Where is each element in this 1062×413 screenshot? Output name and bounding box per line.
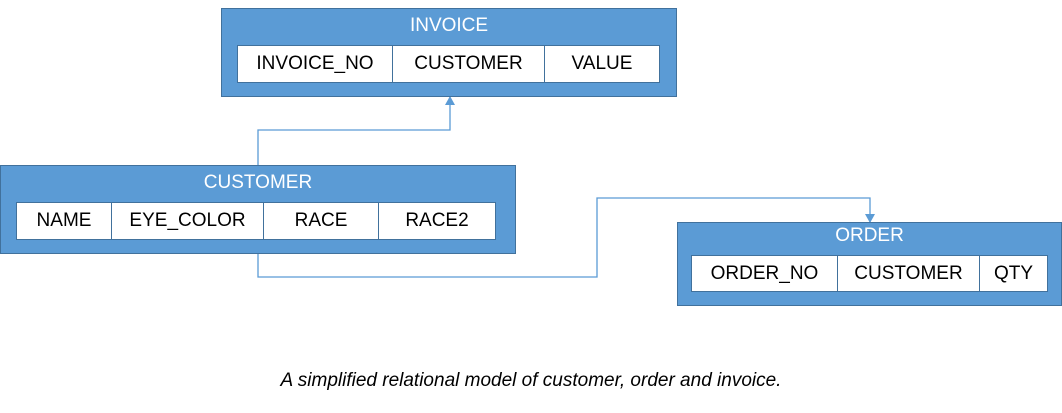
entity-order[interactable]: ORDER ORDER_NO CUSTOMER QTY — [677, 222, 1062, 306]
field-customer-race2[interactable]: RACE2 — [405, 210, 469, 231]
connector-customer-order — [257, 197, 871, 278]
field-customer-name[interactable]: NAME — [17, 203, 112, 239]
entity-customer-title: CUSTOMER — [203, 172, 313, 193]
figure-caption: A simplified relational model of custome… — [280, 370, 782, 391]
field-customer-race[interactable]: RACE — [264, 203, 379, 239]
entity-customer-fields: NAME EYE_COLOR RACE RACE2 — [16, 202, 496, 240]
field-invoice-value[interactable]: VALUE — [571, 53, 633, 74]
field-order-no[interactable]: ORDER_NO — [692, 256, 838, 291]
field-order-qty[interactable]: QTY — [993, 262, 1034, 284]
field-customer-eye-color[interactable]: EYE_COLOR — [112, 203, 264, 239]
entity-invoice-fields: INVOICE_NO CUSTOMER VALUE — [237, 45, 660, 83]
connector-customer-invoice-arrowhead — [445, 96, 455, 105]
connector-customer-order-arrowhead — [865, 214, 875, 223]
field-invoice-no[interactable]: INVOICE_NO — [238, 46, 393, 82]
connector-customer-invoice — [257, 97, 451, 166]
field-order-customer[interactable]: CUSTOMER — [838, 256, 980, 291]
entity-invoice-title: INVOICE — [409, 15, 489, 36]
entity-order-title: ORDER — [835, 225, 904, 246]
entity-order-fields: ORDER_NO CUSTOMER QTY — [691, 255, 1048, 292]
entity-customer[interactable]: CUSTOMER NAME EYE_COLOR RACE RACE2 — [0, 165, 516, 254]
field-invoice-customer[interactable]: CUSTOMER — [393, 46, 545, 82]
entity-invoice[interactable]: INVOICE INVOICE_NO CUSTOMER VALUE — [221, 8, 677, 97]
